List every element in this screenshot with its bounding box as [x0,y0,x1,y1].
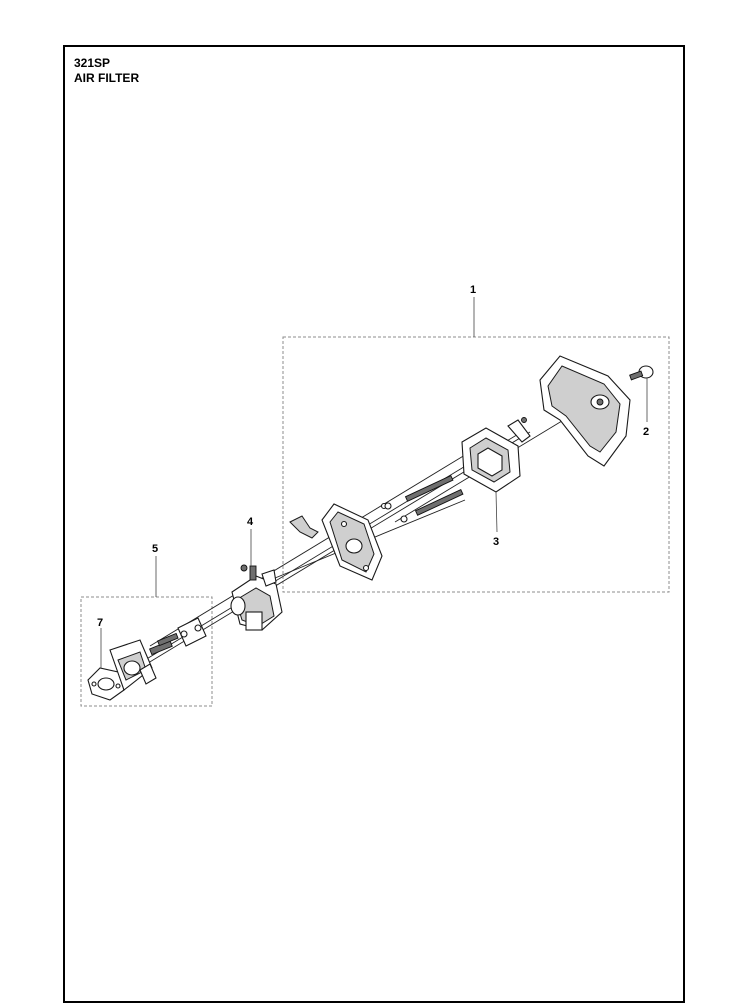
group-box-1 [282,336,670,593]
cover-knob-part-2 [629,365,654,381]
intake-flange-part-5 [109,617,207,691]
group-box-5 [80,596,213,707]
drawing-sheet [63,45,685,1003]
filter-base-plate [321,502,388,581]
callout-1: 1 [470,284,476,296]
callout-4: 4 [247,516,254,528]
choke-lever [289,515,319,539]
callout-2: 2 [643,426,649,438]
filter-clip [507,417,531,443]
callout-leaders [100,297,648,668]
carburetor-part-4 [230,564,283,631]
air-filter-element-part-3 [461,427,521,493]
callout-5: 5 [152,543,158,555]
callout-7: 7 [97,617,103,629]
mounting-bolts [384,475,464,523]
air-filter-cover-part-1 [539,355,631,467]
section-title: AIR FILTER [74,71,140,85]
model-number: 321SP [74,56,111,70]
callout-3: 3 [493,536,499,548]
